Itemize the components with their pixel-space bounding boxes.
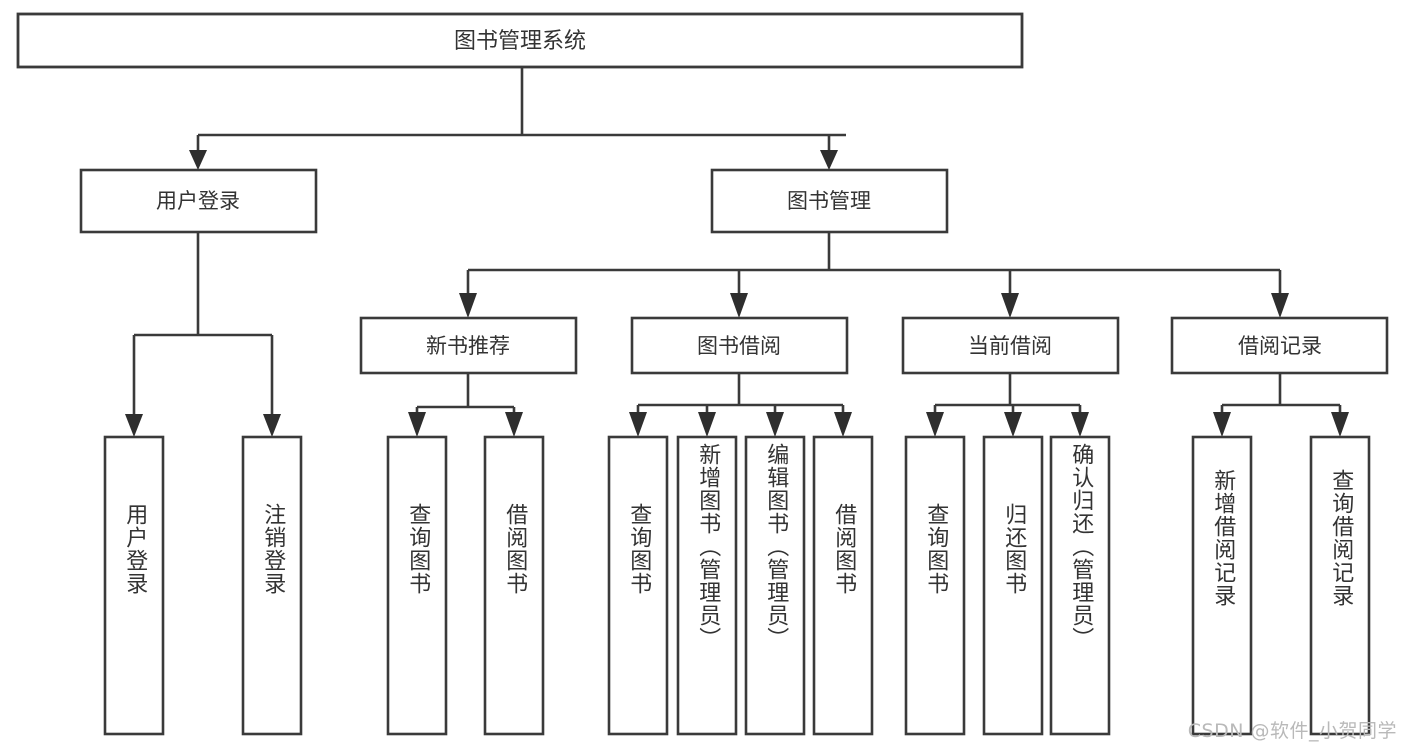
arrow-head-currentborrow-leaf-1 xyxy=(926,412,944,437)
node-current-borrow-label: 当前借阅 xyxy=(968,334,1052,358)
node-borrow-record-box[interactable] xyxy=(1170,316,1389,375)
node-user-login-label: 用户登录 xyxy=(156,189,240,213)
arrow-head-newbook-leaf-2 xyxy=(505,412,523,437)
arrow-head-bookborrow-leaf-3 xyxy=(766,412,784,437)
node-user-login-box[interactable] xyxy=(79,168,318,234)
arrow-head-currentborrow-leaf-2 xyxy=(1004,412,1022,437)
arrow-head-leaf-logout xyxy=(263,414,281,437)
arrow-head-newbook-leaf-1 xyxy=(408,412,426,437)
leaf-box-currentborrow-confirm[interactable] xyxy=(1049,435,1111,736)
node-layer: 图书管理系统 用户登录 图书管理 新书推荐 图书借阅 当前借阅 借阅记录 xyxy=(16,12,1389,736)
watermark-text: CSDN @软件_小贺同学 xyxy=(1187,720,1397,742)
node-book-manage-label: 图书管理 xyxy=(787,189,871,213)
leaf-box-bookborrow-query[interactable] xyxy=(607,435,669,736)
leaf-box-newbook-query[interactable] xyxy=(386,435,448,736)
arrow-head-borrowrecord-leaf-2 xyxy=(1331,412,1349,437)
arrow-head-user-login xyxy=(189,150,207,170)
leaf-box-bookborrow-lend[interactable] xyxy=(812,435,874,736)
arrow-head-book-borrow xyxy=(730,293,748,318)
node-borrow-record-label: 借阅记录 xyxy=(1238,334,1322,358)
leaf-box-bookborrow-add[interactable] xyxy=(676,435,738,736)
leaf-box-bookborrow-edit[interactable] xyxy=(744,435,806,736)
node-new-book-recommend-box[interactable] xyxy=(359,316,578,375)
arrow-head-bookborrow-leaf-2 xyxy=(698,412,716,437)
arrow-head-bookborrow-leaf-4 xyxy=(834,412,852,437)
arrow-head-currentborrow-leaf-3 xyxy=(1071,412,1089,437)
node-root-label: 图书管理系统 xyxy=(454,29,586,54)
leaf-box-record-query[interactable] xyxy=(1309,435,1371,736)
arrow-head-leaf-user-login xyxy=(125,414,143,437)
arrow-head-new-book xyxy=(459,293,477,318)
node-book-borrow-box[interactable] xyxy=(630,316,849,375)
arrow-head-borrowrecord-leaf-1 xyxy=(1213,412,1231,437)
leaf-box-currentborrow-query[interactable] xyxy=(904,435,966,736)
node-new-book-recommend-label: 新书推荐 xyxy=(426,334,510,358)
node-book-borrow-label: 图书借阅 xyxy=(697,334,781,358)
leaf-box-newbook-borrow[interactable] xyxy=(483,435,545,736)
arrow-head-bookborrow-leaf-1 xyxy=(629,412,647,437)
leaf-box-logout[interactable] xyxy=(241,435,303,736)
node-root-box[interactable] xyxy=(16,12,1024,69)
leaf-box-currentborrow-return[interactable] xyxy=(982,435,1044,736)
arrow-head-book-manage xyxy=(820,150,838,170)
arrow-head-borrow-record xyxy=(1271,293,1289,318)
node-current-borrow-box[interactable] xyxy=(901,316,1120,375)
connector-layer xyxy=(125,67,1349,437)
node-book-manage-box[interactable] xyxy=(710,168,949,234)
leaf-box-record-add[interactable] xyxy=(1191,435,1253,736)
arrow-head-current-borrow xyxy=(1001,293,1019,318)
leaf-box-user-login[interactable] xyxy=(103,435,165,736)
